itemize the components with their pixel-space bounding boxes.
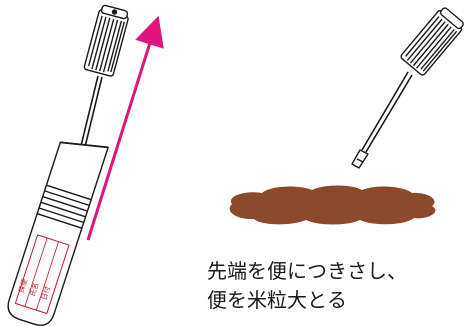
tube-cap-icon — [83, 4, 129, 77]
tube-label-line-b: 氏名 — [28, 281, 41, 297]
tube-label: 採便 氏名 日付 — [16, 278, 52, 302]
tube-label-line-c: 日付 — [39, 285, 52, 301]
tube-stick-icon — [79, 75, 103, 152]
tube-label-line-a: 採便 — [16, 278, 29, 294]
tube-body-icon — [7, 141, 109, 326]
sampling-stick-icon — [351, 7, 464, 169]
upward-arrow-icon — [86, 15, 164, 241]
stool-sample-icon — [229, 185, 436, 225]
caption-line-1: 先端を便につきさし、 — [207, 259, 407, 283]
stool-sampling-tube-icon — [7, 4, 129, 326]
caption-line-2: 便を米粒大とる — [207, 288, 347, 312]
